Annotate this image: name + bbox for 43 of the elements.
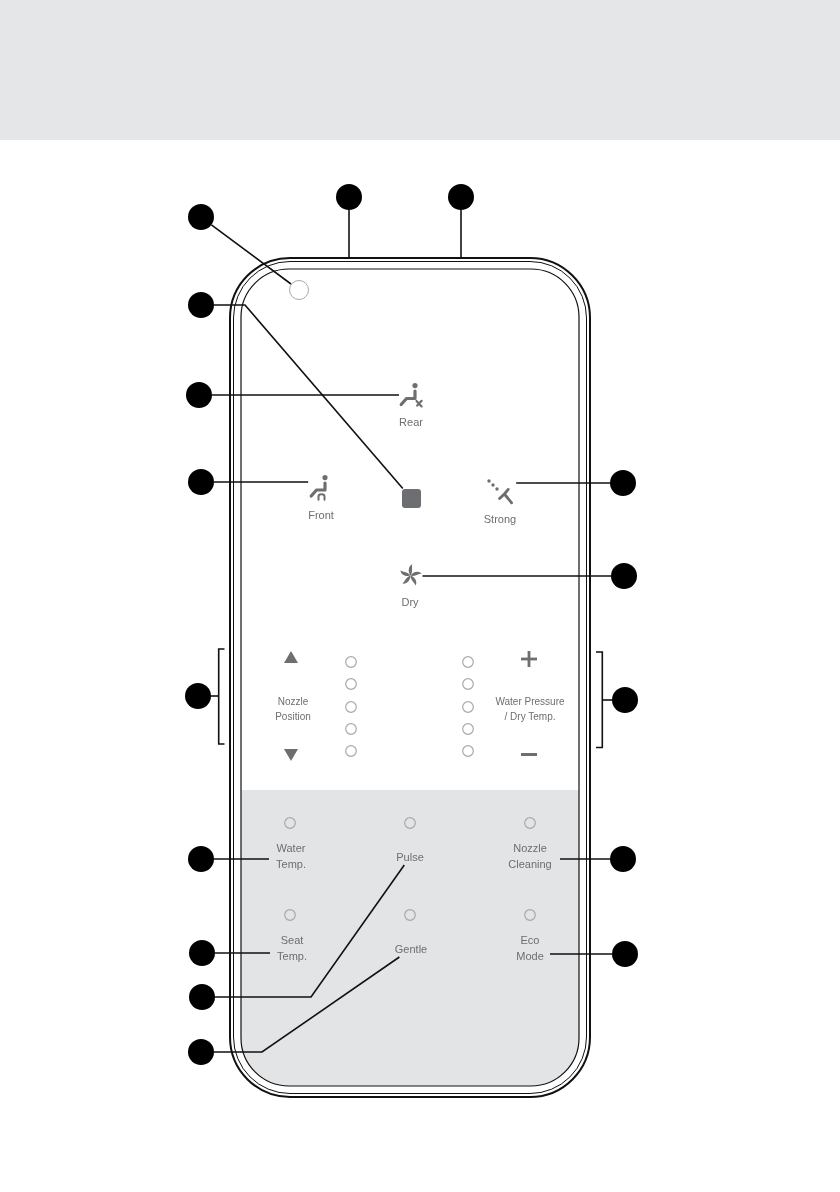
- button-label: Rear: [399, 415, 423, 430]
- button-label: Eco Mode: [510, 932, 550, 964]
- button-label: Strong: [483, 512, 517, 527]
- callout-dot: [188, 1039, 214, 1065]
- leader-line: [549, 953, 613, 955]
- leader-line: [460, 209, 462, 258]
- leader-line: [213, 858, 270, 860]
- leader-line: [601, 699, 613, 701]
- leader-line: [210, 224, 292, 285]
- button-label: Seat Temp.: [270, 932, 314, 964]
- callout-dot: [612, 941, 638, 967]
- callout-dot: [610, 846, 636, 872]
- button-label: Water Temp.: [269, 840, 313, 872]
- callout-dot: [188, 469, 214, 495]
- leader-line: [559, 858, 611, 860]
- leader-line: [348, 209, 350, 258]
- callout-dot: [610, 470, 636, 496]
- callout-dot: [188, 846, 214, 872]
- callout-dot: [336, 184, 362, 210]
- button-label: Front: [308, 508, 334, 523]
- callout-dot: [189, 940, 215, 966]
- callout-dot: [612, 687, 638, 713]
- leader-line: [210, 695, 220, 697]
- leader-line: [515, 482, 611, 484]
- leader-line: [421, 575, 612, 577]
- callout-dot: [188, 204, 214, 230]
- callout-dot: [186, 382, 212, 408]
- button-label: Gentle: [386, 941, 436, 957]
- callout-dot: [185, 683, 211, 709]
- button-label: Nozzle Cleaning: [500, 840, 560, 872]
- button-label: Dry: [401, 595, 419, 610]
- callout-dot: [188, 292, 214, 318]
- leader-line: [214, 864, 406, 998]
- leader-line: [214, 952, 271, 954]
- callout-dot: [189, 984, 215, 1010]
- leader-line: [213, 481, 309, 483]
- callout-dot: [611, 563, 637, 589]
- button-label: Pulse: [388, 849, 432, 865]
- callout-dot: [448, 184, 474, 210]
- leader-line: [211, 394, 400, 396]
- control-label: Water Pressure / Dry Temp.: [494, 695, 566, 724]
- remote-body: [229, 257, 591, 1098]
- control-label: Nozzle Position: [274, 695, 312, 724]
